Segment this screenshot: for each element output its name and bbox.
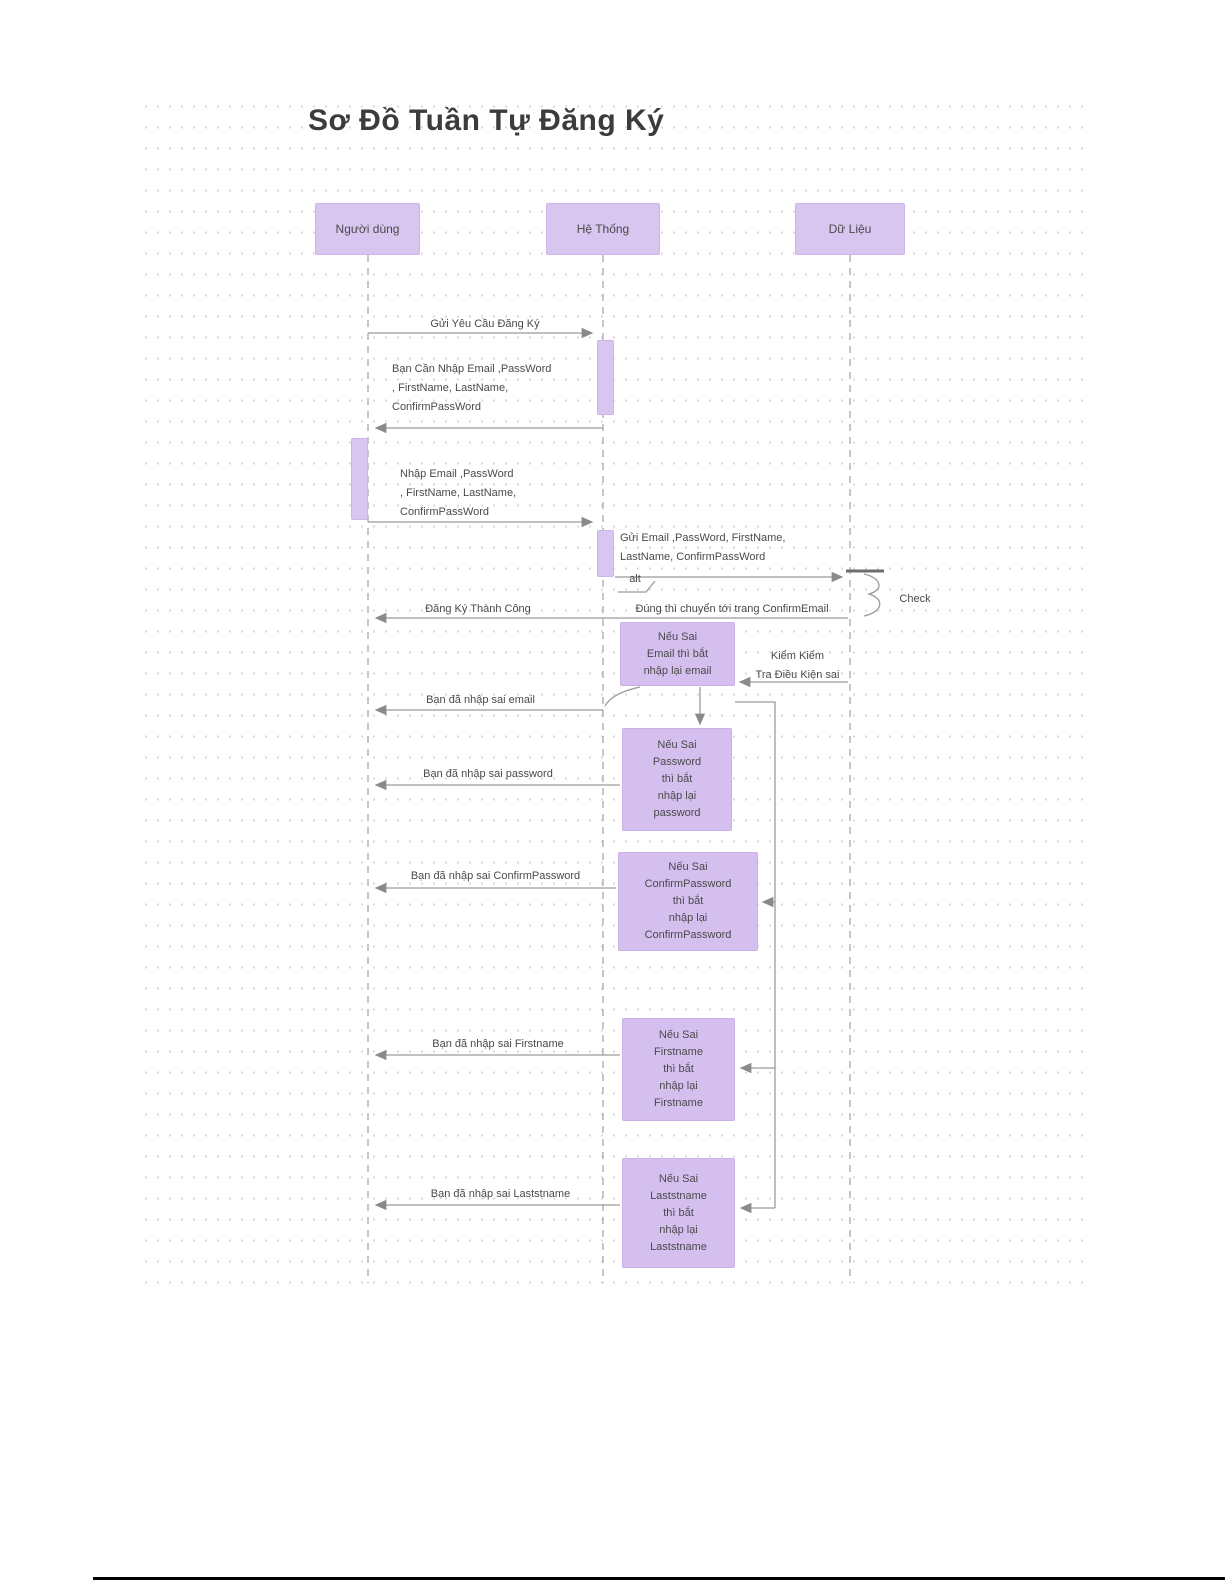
label-success: Đăng Ký Thành Công	[425, 603, 531, 615]
actor-user-label: Người dùng	[335, 222, 400, 236]
actor-data-label: Dữ Liệu	[828, 222, 872, 236]
activation-system-1	[597, 340, 614, 415]
label-error-lastname: Bạn đã nhập sai Laststname	[430, 1188, 571, 1200]
label-enter-fields: Nhập Email ,PassWord , FirstName, LastNa…	[400, 468, 517, 518]
label-require-fields: Bạn Cần Nhập Email ,PassWord , FirstName…	[392, 363, 552, 413]
label-check: Check	[899, 593, 931, 605]
note-confirm-password: Nếu Sai ConfirmPassword thì bắt nhập lại…	[618, 852, 758, 951]
label-error-confirm: Bạn đã nhập sai ConfirmPassword	[410, 870, 581, 882]
label-request: Gửi Yêu Cầu Đăng Ký	[430, 318, 540, 330]
label-error-email: Bạn đã nhập sai email	[426, 694, 535, 706]
activation-user	[351, 438, 368, 520]
actor-system-label: Hệ Thống	[576, 222, 630, 236]
actor-user: Người dùng	[315, 203, 420, 255]
actor-system: Hệ Thống	[546, 203, 660, 255]
actor-data: Dữ Liệu	[795, 203, 905, 255]
note-password: Nếu Sai Password thì bắt nhập lại passwo…	[622, 728, 732, 831]
bottom-rule	[93, 1577, 1225, 1580]
label-alt: alt	[629, 573, 641, 585]
dot-grid-background	[140, 96, 1092, 1292]
activation-system-2	[597, 530, 614, 577]
label-error-password: Bạn đã nhập sai password	[423, 768, 553, 780]
label-error-firstname: Bạn đã nhập sai Firstname	[432, 1038, 564, 1050]
diagram-title: Sơ Đồ Tuần Tự Đăng Ký	[308, 104, 665, 137]
note-firstname: Nếu Sai Firstname thì bắt nhập lại First…	[622, 1018, 735, 1121]
note-lastname: Nếu Sai Laststname thì bắt nhập lại Last…	[622, 1158, 735, 1268]
label-send-fields: Gửi Email ,PassWord, FirstName, LastName…	[620, 532, 786, 563]
note-email: Nếu Sai Email thì bắt nhập lại email	[620, 622, 735, 686]
label-condition-check: Kiểm Kiểm Tra Điều Kiện sai	[755, 650, 840, 681]
label-success-branch: Đúng thì chuyển tới trang ConfirmEmail	[635, 603, 829, 615]
